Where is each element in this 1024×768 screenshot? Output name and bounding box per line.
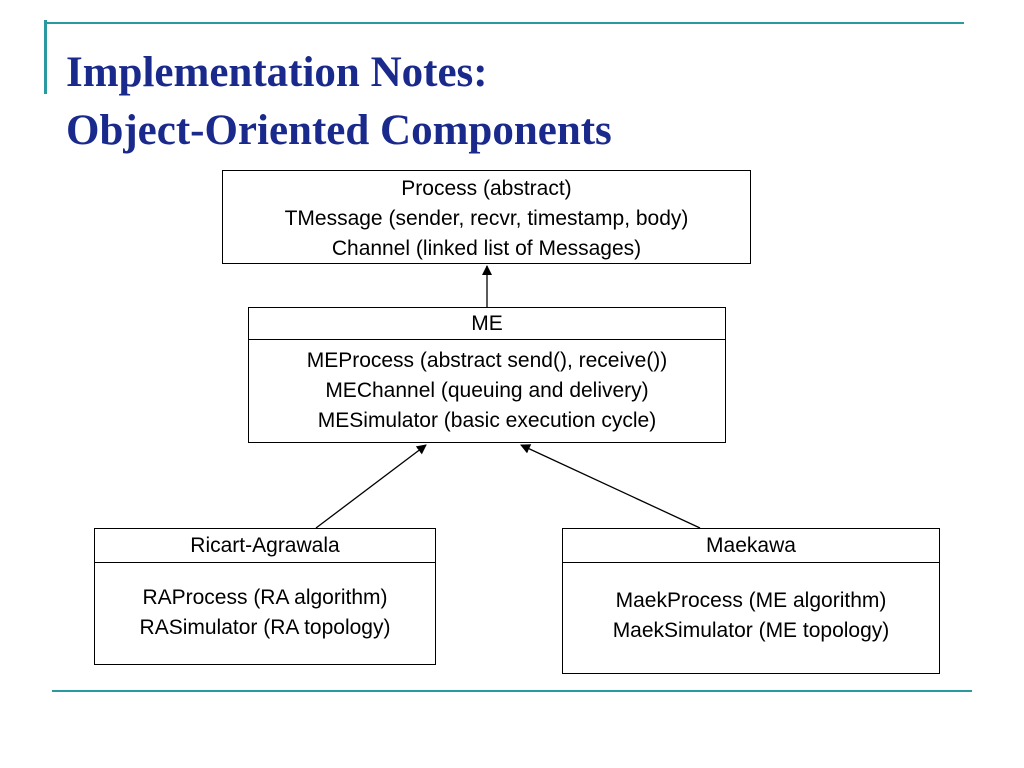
maek-box-header: Maekawa (563, 529, 939, 563)
ra-box-header: Ricart-Agrawala (95, 529, 435, 563)
title-line-2: Object-Oriented Components (66, 107, 612, 154)
maek-header-label: Maekawa (706, 534, 796, 557)
process-box: Process (abstract) TMessage (sender, rec… (222, 170, 751, 264)
maekprocess-line: MaekProcess (ME algorithm) (615, 589, 887, 612)
maeksimulator-line: MaekSimulator (ME topology) (612, 619, 890, 642)
channel-line: Channel (linked list of Messages) (331, 237, 642, 260)
mesimulator-line: MESimulator (basic execution cycle) (317, 409, 657, 432)
accent-bottom-rule (52, 690, 972, 692)
slide-title: Implementation Notes: Object-Oriented Co… (66, 44, 612, 160)
raprocess-line: RAProcess (RA algorithm) (142, 586, 388, 609)
accent-vertical-line (44, 20, 47, 94)
me-box-header: ME (249, 308, 725, 340)
me-box: ME MEProcess (abstract send(), receive()… (248, 307, 726, 443)
ricart-agrawala-box: Ricart-Agrawala RAProcess (RA algorithm)… (94, 528, 436, 665)
rasimulator-line: RASimulator (RA topology) (139, 616, 391, 639)
arrow-maek-to-me (520, 444, 701, 529)
meprocess-line: MEProcess (abstract send(), receive()) (306, 349, 668, 372)
mechannel-line: MEChannel (queuing and delivery) (325, 379, 649, 402)
accent-top-rule (44, 22, 964, 24)
arrow-ra-to-me (315, 444, 427, 529)
maek-box-body: MaekProcess (ME algorithm) MaekSimulator… (563, 563, 939, 646)
title-line-1: Implementation Notes: (66, 49, 488, 96)
ra-box-body: RAProcess (RA algorithm) RASimulator (RA… (95, 563, 435, 643)
me-header-label: ME (471, 312, 503, 335)
tmessage-line: TMessage (sender, recvr, timestamp, body… (284, 207, 689, 230)
process-line: Process (abstract) (401, 177, 572, 200)
ra-header-label: Ricart-Agrawala (190, 534, 340, 557)
maekawa-box: Maekawa MaekProcess (ME algorithm) MaekS… (562, 528, 940, 674)
me-box-body: MEProcess (abstract send(), receive()) M… (249, 340, 725, 436)
